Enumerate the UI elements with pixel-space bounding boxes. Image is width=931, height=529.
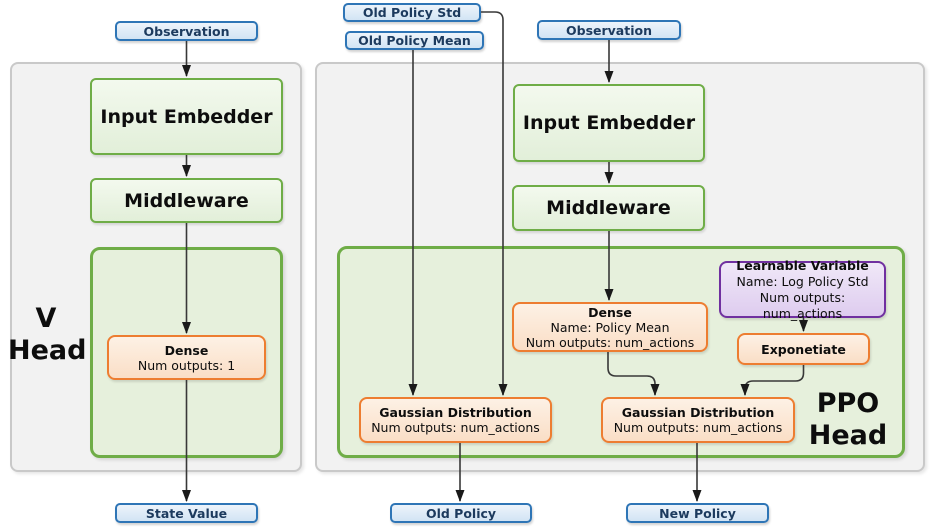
new-policy-label: New Policy: [659, 505, 736, 521]
ppo-head-label-line2: Head: [808, 420, 888, 452]
state-value-label: State Value: [145, 505, 228, 521]
ppo-observation-label: Observation: [566, 22, 652, 38]
ppo-dense-node: Dense Name: Policy Mean Num outputs: num…: [512, 302, 708, 352]
state-value-node: State Value: [115, 503, 258, 523]
gaussian-new-outputs: Num outputs: num_actions: [613, 420, 783, 435]
learnable-variable-node: Learnable Variable Name: Log Policy Std …: [719, 257, 886, 321]
ppo-head-label: PPO Head: [798, 388, 898, 453]
ppo-dense-outputs: Num outputs: num_actions: [525, 334, 695, 350]
old-policy-std-node: Old Policy Std: [343, 3, 481, 22]
v-dense-node: Dense Num outputs: 1: [107, 335, 266, 380]
v-observation-node: Observation: [115, 21, 258, 41]
ppo-middleware-node: Middleware: [512, 185, 705, 231]
ppo-middleware-label: Middleware: [546, 197, 671, 219]
old-policy-std-label: Old Policy Std: [362, 5, 462, 20]
gaussian-old-outputs: Num outputs: num_actions: [371, 420, 540, 435]
ppo-input-embedder-node: Input Embedder: [513, 84, 705, 162]
gaussian-distribution-old-node: Gaussian Distribution Num outputs: num_a…: [359, 397, 552, 443]
v-input-embedder-label: Input Embedder: [100, 105, 273, 128]
exponetiate-node: Exponetiate: [737, 333, 870, 365]
v-dense-title: Dense: [164, 342, 209, 358]
new-policy-node: New Policy: [626, 503, 769, 523]
v-middleware-node: Middleware: [90, 178, 283, 223]
v-input-embedder-node: Input Embedder: [90, 78, 283, 155]
v-head-label-line2: Head: [8, 335, 87, 367]
gaussian-distribution-new-node: Gaussian Distribution Num outputs: num_a…: [601, 397, 795, 443]
gaussian-new-title: Gaussian Distribution: [621, 405, 775, 420]
v-head-label-line1: V: [35, 303, 57, 334]
ppo-observation-node: Observation: [537, 20, 681, 40]
ppo-dense-name: Name: Policy Mean: [550, 319, 670, 335]
v-dense-outputs: Num outputs: 1: [137, 357, 236, 373]
learnable-variable-outputs: Num outputs: num_actions: [759, 289, 846, 321]
ppo-head-label-line1: PPO: [816, 388, 880, 419]
ppo-dense-title: Dense: [588, 304, 632, 320]
old-policy-mean-label: Old Policy Mean: [358, 33, 471, 48]
ppo-input-embedder-label: Input Embedder: [522, 112, 696, 134]
exponetiate-label: Exponetiate: [761, 341, 846, 357]
v-head-label: V Head: [8, 303, 87, 368]
learnable-variable-title: Learnable Variable: [736, 257, 869, 273]
v-observation-label: Observation: [143, 23, 230, 39]
old-policy-node: Old Policy: [390, 503, 532, 523]
gaussian-old-title: Gaussian Distribution: [379, 405, 532, 420]
old-policy-mean-node: Old Policy Mean: [345, 31, 484, 50]
v-middleware-label: Middleware: [124, 189, 249, 212]
learnable-variable-name: Name: Log Policy Std: [736, 273, 869, 289]
old-policy-label: Old Policy: [425, 505, 497, 521]
